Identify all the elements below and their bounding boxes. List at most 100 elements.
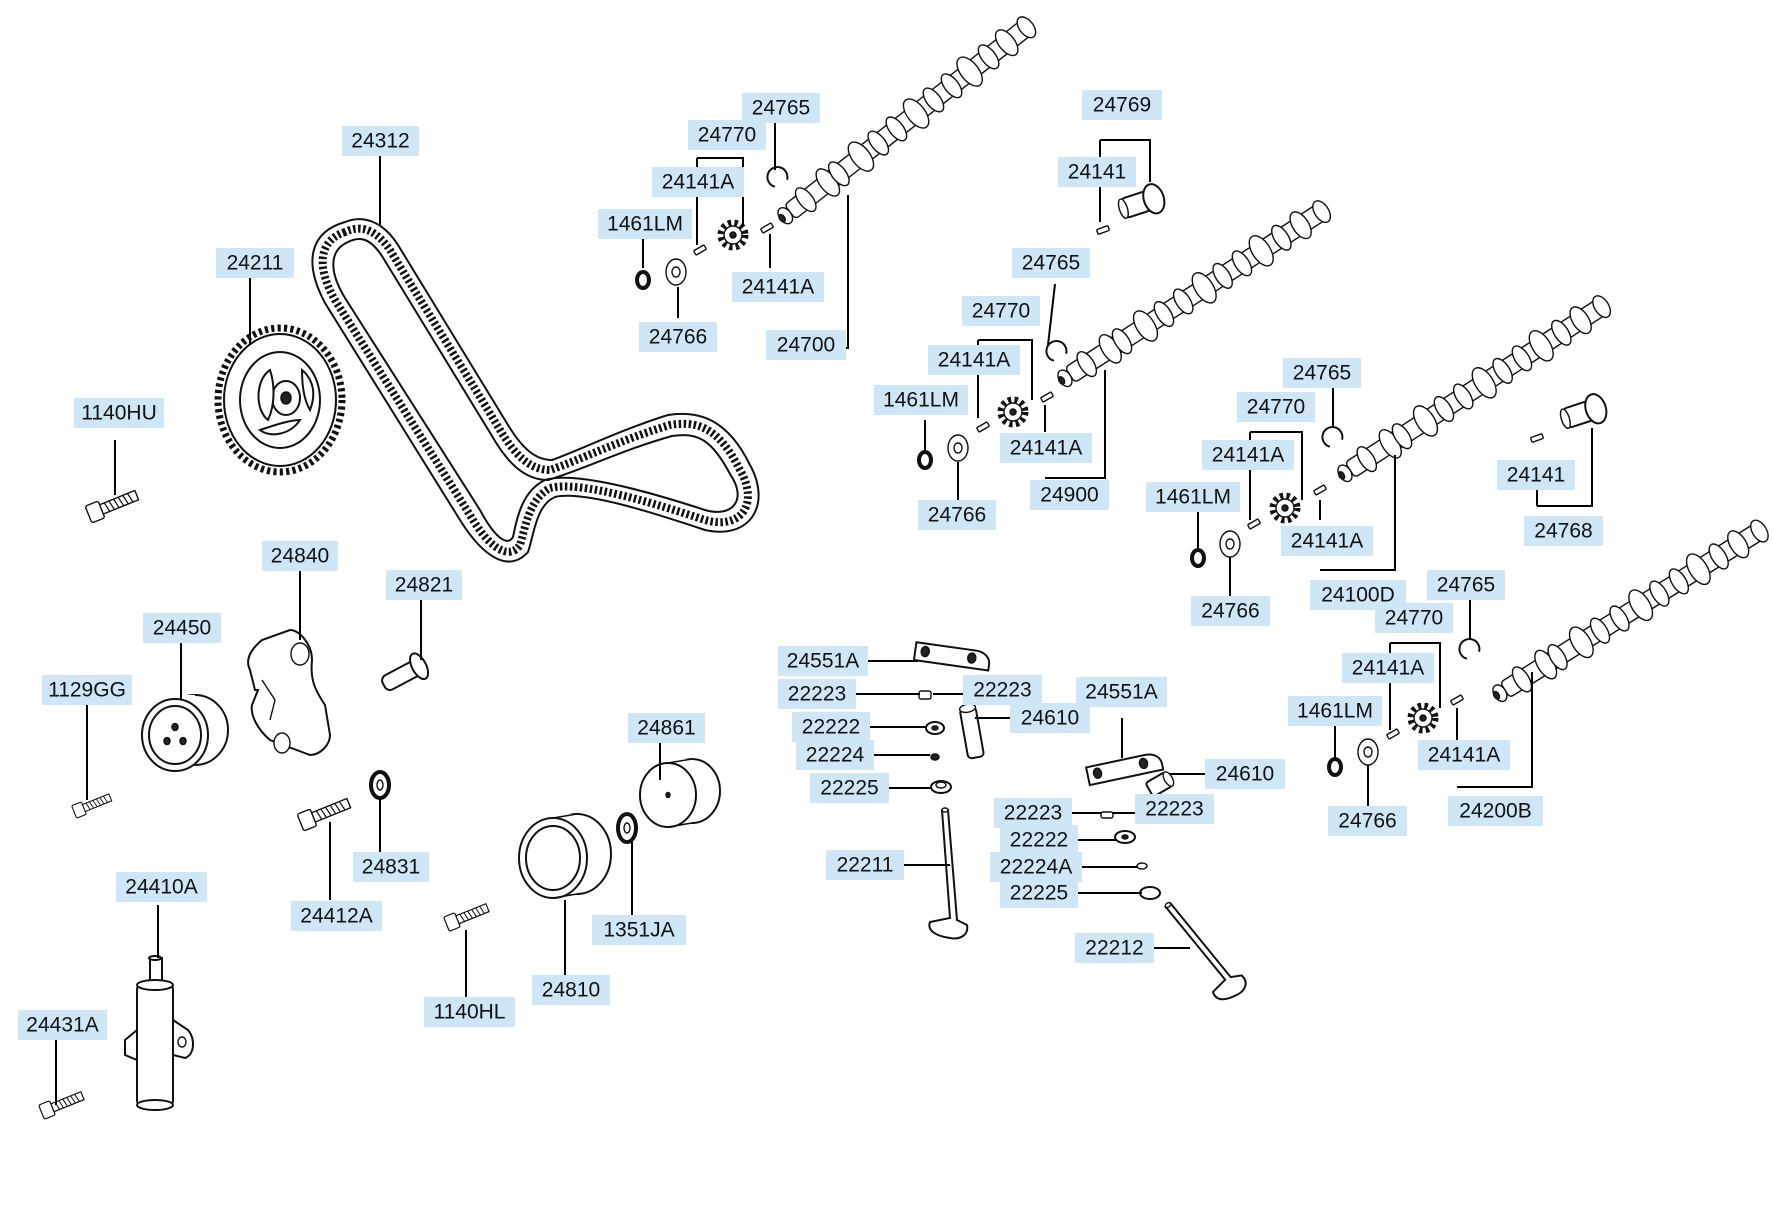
callout-22223: 22223 <box>778 679 856 709</box>
collet-b <box>1100 811 1114 819</box>
svg-text:24840: 24840 <box>271 545 329 568</box>
svg-text:24200B: 24200B <box>1459 800 1531 823</box>
callout-24141a: 24141A <box>1418 740 1510 770</box>
callout-24840: 24840 <box>262 541 338 571</box>
oil-seal <box>1190 548 1206 568</box>
snap-ring <box>1454 634 1483 662</box>
svg-text:22223: 22223 <box>788 683 846 706</box>
callout-1461lm: 1461LM <box>1146 482 1240 512</box>
svg-text:24141A: 24141A <box>1352 657 1424 680</box>
leader-lines <box>55 123 1593 1105</box>
callout-24831: 24831 <box>353 852 429 882</box>
svg-text:24211: 24211 <box>227 252 284 275</box>
valve-22212 <box>1164 901 1247 1001</box>
svg-text:22223: 22223 <box>1004 802 1062 825</box>
callout-24810: 24810 <box>532 975 610 1005</box>
svg-text:24141: 24141 <box>1068 161 1126 184</box>
oil-seal <box>1327 757 1343 777</box>
washer-24831 <box>369 770 391 800</box>
svg-text:22222: 22222 <box>802 716 860 739</box>
oil-seal <box>917 450 933 470</box>
svg-text:22223: 22223 <box>1145 798 1203 821</box>
callout-24769: 24769 <box>1082 90 1162 120</box>
svg-text:1461LM: 1461LM <box>1297 700 1373 723</box>
callout-22223: 22223 <box>963 675 1042 705</box>
callout-24431a: 24431A <box>18 1010 107 1040</box>
valve-seal <box>930 753 940 761</box>
svg-text:24821: 24821 <box>395 574 453 597</box>
callout-24766: 24766 <box>639 322 717 352</box>
svg-text:24412A: 24412A <box>300 905 372 928</box>
snap-ring <box>1317 422 1346 450</box>
svg-text:24551A: 24551A <box>787 650 859 673</box>
callout-1351ja: 1351JA <box>592 915 686 945</box>
idler-pulley-24450 <box>141 694 229 772</box>
plug-24768 <box>1559 393 1608 429</box>
callout-24770: 24770 <box>962 296 1040 326</box>
svg-text:24450: 24450 <box>153 617 211 640</box>
hydraulic-tensioner <box>124 955 194 1111</box>
callout-24551a: 24551A <box>778 646 868 676</box>
retainer-b <box>1114 830 1136 844</box>
svg-text:24766: 24766 <box>1338 810 1396 833</box>
svg-text:24141A: 24141A <box>1212 444 1284 467</box>
svg-text:24141A: 24141A <box>1010 437 1082 460</box>
svg-text:24770: 24770 <box>972 300 1030 323</box>
callout-labels: 24312 24211 1140HU 24840 24821 24450 112… <box>18 90 1603 1040</box>
svg-text:24766: 24766 <box>928 504 986 527</box>
callout-24610: 24610 <box>1205 759 1285 789</box>
svg-text:24141A: 24141A <box>938 349 1010 372</box>
snap-ring <box>762 162 791 190</box>
svg-text:24766: 24766 <box>649 326 707 349</box>
callout-24770: 24770 <box>1375 603 1453 633</box>
callout-22222: 22222 <box>792 712 870 742</box>
washer <box>665 258 687 286</box>
callout-24700: 24700 <box>766 330 846 360</box>
sprocket <box>1001 400 1025 424</box>
callout-24551a: 24551A <box>1076 677 1167 707</box>
svg-text:24770: 24770 <box>698 124 756 147</box>
callout-24410a: 24410A <box>116 872 207 902</box>
callout-22212: 22212 <box>1075 933 1154 963</box>
svg-text:24141A: 24141A <box>742 276 814 299</box>
callout-24211: 24211 <box>216 248 294 278</box>
pin-24821 <box>381 652 430 691</box>
svg-text:22225: 22225 <box>1010 882 1068 905</box>
callout-1461lm: 1461LM <box>874 385 968 415</box>
callout-24765: 24765 <box>742 93 820 123</box>
key-pin <box>692 244 708 256</box>
svg-text:22223: 22223 <box>973 679 1031 702</box>
callout-24141a: 24141A <box>652 167 744 197</box>
svg-text:24610: 24610 <box>1021 707 1079 730</box>
callout-24141a: 24141A <box>1000 433 1092 463</box>
washer <box>1357 738 1379 766</box>
svg-text:24100D: 24100D <box>1321 584 1395 607</box>
svg-text:24551A: 24551A <box>1085 681 1157 704</box>
callout-24141a: 24141A <box>1281 526 1373 556</box>
callout-24141a: 24141A <box>1342 653 1434 683</box>
svg-text:1461LM: 1461LM <box>883 389 959 412</box>
callout-22223: 22223 <box>1135 794 1214 824</box>
svg-text:1351JA: 1351JA <box>603 919 674 942</box>
callout-24770: 24770 <box>1237 392 1315 422</box>
sprocket <box>1411 706 1435 730</box>
callout-24141: 24141 <box>1058 157 1136 187</box>
key-pin <box>975 421 991 433</box>
svg-text:22212: 22212 <box>1085 937 1143 960</box>
rocker-arm-24551a-b <box>1084 753 1165 787</box>
valve-seal-b <box>1136 862 1148 870</box>
callout-24766: 24766 <box>918 500 996 530</box>
callout-24141a: 24141A <box>732 272 824 302</box>
retainer <box>925 721 945 735</box>
key-pin <box>1449 694 1465 706</box>
callout-24766: 24766 <box>1191 596 1270 626</box>
washer-1351ja <box>616 812 638 844</box>
callout-24765: 24765 <box>1012 248 1090 278</box>
valve-22211 <box>928 807 969 940</box>
callout-22224a: 22224A <box>990 852 1082 882</box>
callout-22223: 22223 <box>994 798 1072 828</box>
callout-24412a: 24412A <box>291 901 382 931</box>
svg-text:1461LM: 1461LM <box>607 213 683 236</box>
callout-24821: 24821 <box>386 570 462 600</box>
svg-text:24765: 24765 <box>1022 252 1080 275</box>
